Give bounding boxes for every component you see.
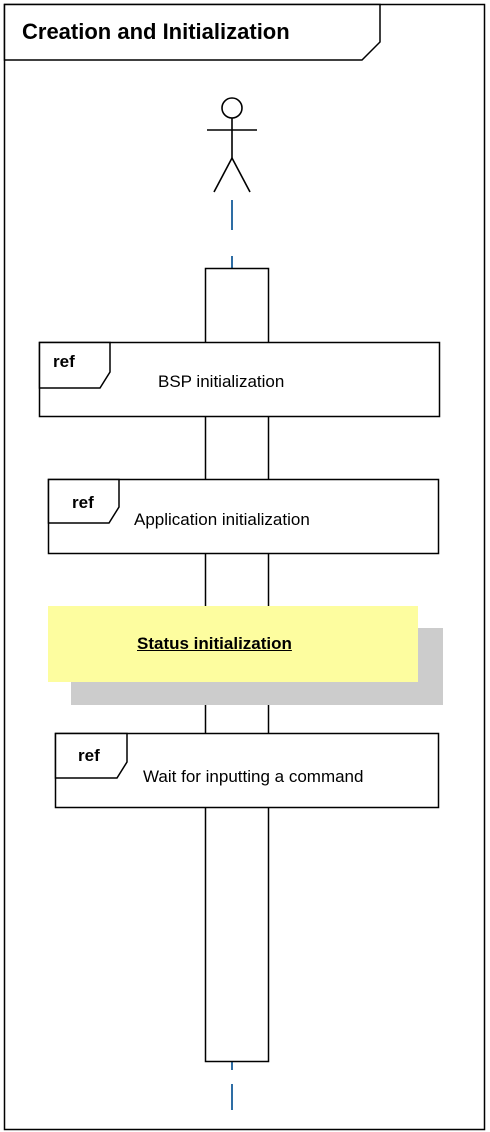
ref-tag-3: ref	[78, 746, 100, 765]
ref-frame-application	[47, 478, 440, 555]
ref-label-application: Application initialization	[134, 510, 310, 529]
note-label: Status initialization	[137, 634, 292, 653]
frame-title: Creation and Initialization	[22, 19, 290, 44]
frame-title-tab	[3, 3, 381, 61]
ref-tag-2: ref	[72, 493, 94, 512]
ref-tag-1: ref	[53, 352, 75, 371]
ref-frame-bsp	[38, 341, 441, 418]
note-box	[48, 606, 418, 682]
ref-label-bsp: BSP initialization	[158, 372, 285, 391]
ref-frame-wait	[54, 732, 440, 809]
actor-icon	[207, 97, 257, 193]
ref-label-wait: Wait for inputting a command	[143, 767, 364, 786]
